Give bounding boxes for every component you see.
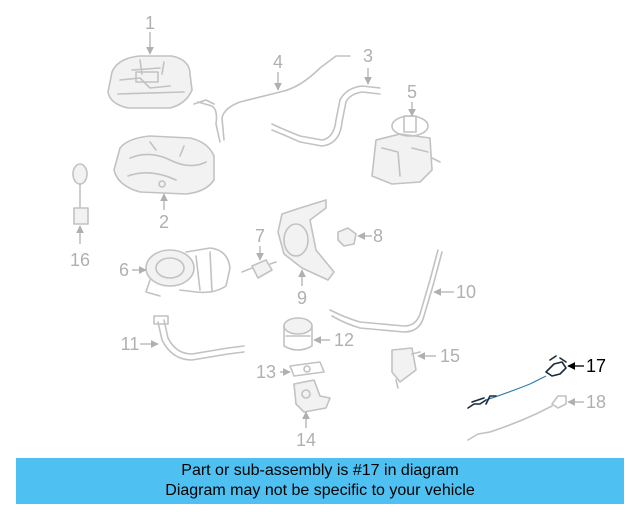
part-6-pump[interactable]: [145, 247, 231, 297]
callout-6[interactable]: 6: [119, 260, 129, 280]
part-3-hose[interactable]: [271, 85, 381, 147]
callout-13[interactable]: 13: [256, 362, 276, 382]
callout-3[interactable]: 3: [363, 46, 373, 66]
callout-16[interactable]: 16: [70, 250, 90, 270]
part-4-pipe[interactable]: [193, 55, 351, 143]
part-5-valve[interactable]: [371, 115, 441, 185]
part-15-valve[interactable]: [391, 347, 421, 389]
part-18-oxygen-sensor[interactable]: [467, 395, 567, 441]
callout-17[interactable]: 17: [586, 356, 606, 376]
callout-7[interactable]: 7: [255, 226, 265, 246]
part-13-gasket[interactable]: [289, 361, 325, 377]
callout-4[interactable]: 4: [273, 52, 283, 72]
info-banner: Part or sub-assembly is #17 in diagram D…: [16, 458, 624, 504]
callout-5[interactable]: 5: [407, 82, 417, 102]
banner-line-2: Diagram may not be specific to your vehi…: [165, 482, 475, 499]
part-16-sensor[interactable]: [72, 163, 89, 225]
callout-2[interactable]: 2: [159, 212, 169, 232]
callout-14[interactable]: 14: [296, 430, 316, 450]
part-11-hose[interactable]: [153, 315, 245, 361]
part-10-pipe[interactable]: [329, 249, 443, 333]
callout-18[interactable]: 18: [586, 392, 606, 412]
part-8-nut[interactable]: [337, 227, 357, 247]
part-14-valve[interactable]: [293, 379, 331, 413]
callout-12[interactable]: 12: [334, 330, 354, 350]
callout-8[interactable]: 8: [373, 226, 383, 246]
callout-10[interactable]: 10: [456, 282, 476, 302]
callout-15[interactable]: 15: [440, 346, 460, 366]
part-7-check-valve[interactable]: [241, 259, 277, 279]
leaders: [76, 32, 584, 428]
callout-11[interactable]: 11: [121, 334, 140, 354]
part-2-plate[interactable]: [113, 135, 215, 195]
part-1-cover[interactable]: [107, 55, 193, 109]
part-9-bracket[interactable]: [277, 199, 335, 281]
callout-1[interactable]: 1: [145, 13, 155, 33]
callout-labels: 1 2 3 4 5 6 7 8 9 10 11 12 13 14 15 16 1…: [70, 13, 606, 450]
part-17-oxygen-sensor[interactable]: [467, 355, 567, 409]
part-12-valve[interactable]: [283, 317, 313, 351]
banner-line-1: Part or sub-assembly is #17 in diagram: [181, 462, 459, 479]
callout-9[interactable]: 9: [297, 288, 307, 308]
